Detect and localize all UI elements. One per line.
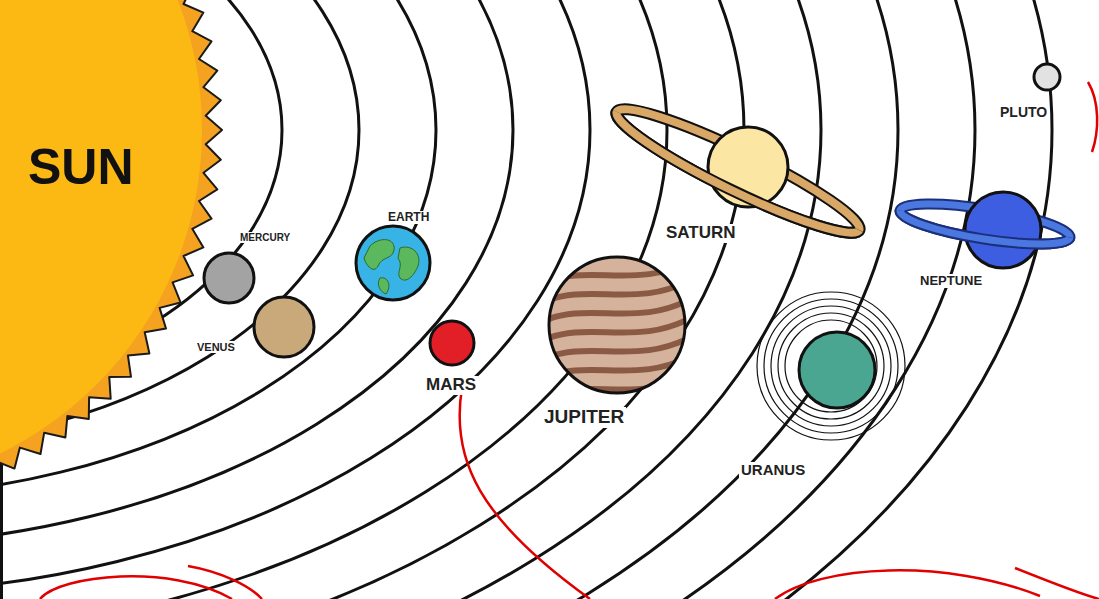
planet-drawing	[799, 332, 875, 408]
orbit-line	[0, 0, 513, 546]
planet-label: JUPITER	[542, 407, 626, 428]
planet-drawing	[965, 192, 1041, 268]
planet-label: MERCURY	[238, 232, 292, 243]
mercury-planet: MERCURY	[204, 253, 254, 303]
saturn-planet: SATURN	[708, 127, 788, 207]
planet-drawing	[1034, 64, 1060, 90]
planet-label: PLUTO	[998, 105, 1049, 120]
orbit-line	[0, 0, 898, 599]
uranus-planet: URANUS	[799, 332, 875, 408]
pluto-planet: PLUTO	[1034, 64, 1060, 90]
planet-drawing	[549, 257, 685, 393]
orbit-line	[0, 0, 975, 599]
planet-drawing	[254, 297, 314, 357]
orbit-line	[0, 0, 590, 594]
planet-drawing	[430, 321, 474, 365]
sun-label: SUN	[28, 140, 134, 195]
sun-outline	[0, 0, 215, 470]
orbit-line	[0, 0, 821, 599]
orbit-lines	[0, 0, 1052, 599]
venus-planet: VENUS	[254, 297, 314, 357]
orbit-line	[0, 0, 744, 599]
planet-label: NEPTUNE	[918, 274, 984, 288]
earth-planet: EARTH	[356, 226, 430, 300]
neptune-planet: NEPTUNE	[965, 192, 1041, 268]
planet-drawing	[356, 226, 430, 300]
jupiter-planet: JUPITER	[549, 257, 685, 393]
mars-planet: MARS	[430, 321, 474, 365]
planet-drawing	[204, 253, 254, 303]
planet-label: MARS	[424, 376, 478, 395]
planet-label: URANUS	[739, 462, 807, 479]
orbit-line	[0, 0, 1052, 599]
planet-label: SATURN	[664, 224, 738, 243]
planet-drawing	[708, 127, 788, 207]
planet-label: EARTH	[386, 211, 431, 224]
planet-label: VENUS	[195, 341, 237, 353]
sun-shape: SUN	[0, 0, 215, 470]
